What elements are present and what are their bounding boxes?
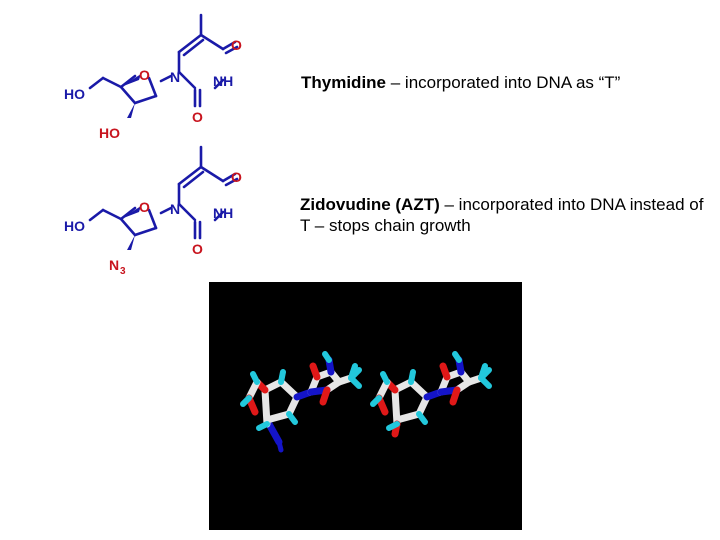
thymidine-caption: Thymidine – incorporated into DNA as “T” (301, 72, 711, 93)
azt-description: – incorporated into DNA instead of T – s… (300, 195, 704, 235)
oxygen-bottom-label: O (192, 109, 203, 125)
azt-caption: Zidovudine (AZT) – incorporated into DNA… (300, 194, 710, 236)
n1-label: N (170, 201, 180, 217)
nh-label: NH (213, 205, 233, 221)
ring-oxygen-label: O (139, 67, 150, 83)
molecular-model-image (209, 282, 522, 530)
stick-models (240, 351, 492, 453)
azt-structure: O N NH O O HO N 3 (64, 145, 242, 277)
nh-label: NH (213, 73, 233, 89)
oxygen-top-label: O (231, 37, 242, 53)
thymidine-structure: O N NH O O HO HO (64, 13, 242, 141)
azt-model (245, 356, 355, 453)
ho-bottom-label: HO (99, 125, 120, 141)
azide-label: N (109, 257, 119, 273)
oxygen-bottom-label: O (192, 241, 203, 257)
thymidine-description: – incorporated into DNA as “T” (386, 73, 621, 92)
ring-oxygen-label: O (139, 199, 150, 215)
azt-name: Zidovudine (AZT) (300, 195, 440, 214)
ho-left-label: HO (64, 86, 85, 102)
ho-left-label: HO (64, 218, 85, 234)
thymidine-name: Thymidine (301, 73, 387, 92)
n1-label: N (170, 69, 180, 85)
azide-subscript: 3 (120, 266, 126, 277)
oxygen-top-label: O (231, 169, 242, 185)
